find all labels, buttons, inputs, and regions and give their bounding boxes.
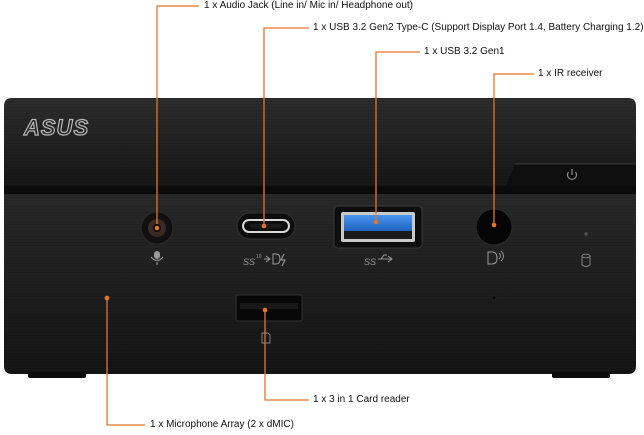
superspeed-usb-icon: SS	[364, 254, 393, 267]
svg-text:SS: SS	[243, 257, 255, 267]
microphone-headset-icon	[150, 251, 164, 265]
callout-dots	[104, 219, 497, 313]
storage-led	[584, 232, 588, 236]
infrared-receiver-icon	[487, 250, 504, 265]
superspeed-10-displayport-charging-icon: SS 10	[243, 253, 286, 267]
ir-receiver-callout: 1 x IR receiver	[538, 68, 603, 79]
microphone-callout: 1 x Microphone Array (2 x dMIC)	[150, 419, 294, 430]
usb-c-callout: 1 x USB 3.2 Gen2 Type-C (Support Display…	[313, 22, 644, 33]
sd-card-icon	[261, 332, 271, 344]
svg-text:SS: SS	[364, 257, 376, 267]
usb-a-callout: 1 x USB 3.2 Gen1	[424, 46, 505, 57]
asus-logo: ASUS	[23, 115, 89, 140]
chassis	[4, 98, 636, 378]
storage-drive-icon	[581, 253, 591, 267]
reset-pinhole	[491, 295, 497, 301]
callout-lines	[106, 5, 534, 426]
card-reader-callout: 1 x 3 in 1 Card reader	[313, 394, 410, 405]
power-icon[interactable]	[566, 169, 578, 180]
svg-text:10: 10	[256, 254, 262, 260]
audio-jack-callout: 1 x Audio Jack (Line in/ Mic in/ Headpho…	[204, 0, 414, 11]
usb-a-port[interactable]	[333, 205, 423, 249]
card-reader-slot[interactable]	[235, 294, 303, 322]
